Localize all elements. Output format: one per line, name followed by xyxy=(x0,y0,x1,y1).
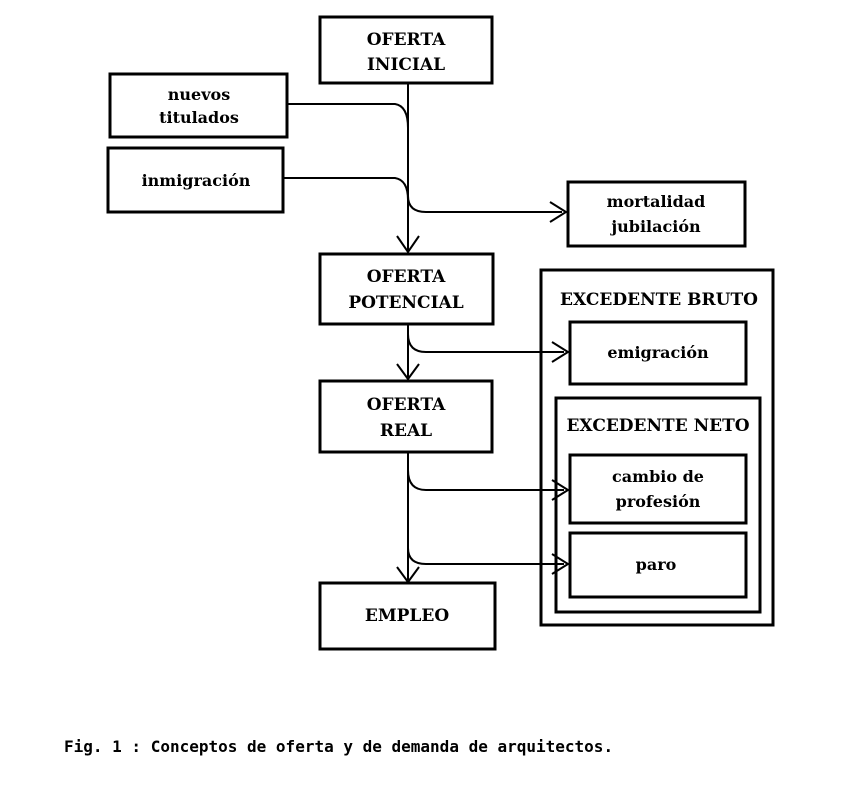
connector-inmigracion xyxy=(283,177,409,201)
arrowhead-to-emigracion xyxy=(551,341,570,363)
mortalidad-jubilacion-line-2: jubilación xyxy=(609,217,701,236)
box-emigracion: emigración xyxy=(568,320,748,386)
box-paro: paro xyxy=(568,531,748,599)
mortalidad-jubilacion-line-1: mortalidad xyxy=(607,192,706,211)
oferta-inicial-line-2: INICIAL xyxy=(367,55,445,75)
box-inmigracion: inmigración xyxy=(106,146,285,214)
empleo-label: EMPLEO xyxy=(365,606,449,626)
nuevos-titulados-line-2: titulados xyxy=(159,108,239,127)
excedente-bruto-label: EXCEDENTE BRUTO xyxy=(560,290,758,310)
arrowhead-to-mortalidad xyxy=(549,201,568,223)
emigracion-label: emigración xyxy=(607,343,709,362)
excedente-neto-frame xyxy=(554,396,762,614)
inmigracion-label: inmigración xyxy=(142,171,251,190)
box-nuevos-titulados: nuevos titulados xyxy=(108,72,289,139)
box-oferta-inicial: OFERTA INICIAL xyxy=(318,15,494,85)
connector-emigracion xyxy=(407,333,564,353)
excedente-neto-label: EXCEDENTE NETO xyxy=(566,416,749,436)
box-cambio-de-profesion: cambio de profesión xyxy=(568,453,748,525)
oferta-potencial-line-1: OFERTA xyxy=(367,267,446,287)
box-empleo: EMPLEO xyxy=(318,581,497,651)
figure-caption: Fig. 1 : Conceptos de oferta y de demand… xyxy=(64,737,614,756)
cambio-de-profesion-line-1: cambio de xyxy=(612,467,704,486)
box-mortalidad-jubilacion: mortalidad jubilación xyxy=(566,180,747,248)
connectors xyxy=(283,82,564,580)
oferta-potencial-line-2: POTENCIAL xyxy=(348,293,463,313)
connector-cambio-profesion xyxy=(407,469,564,491)
nuevos-titulados-line-1: nuevos xyxy=(168,85,230,104)
arrowhead-to-cambio-profesion xyxy=(551,479,570,501)
connector-paro xyxy=(407,547,564,565)
cambio-de-profesion-line-2: profesión xyxy=(616,492,701,511)
oferta-inicial-line-1: OFERTA xyxy=(367,30,446,50)
oferta-real-line-1: OFERTA xyxy=(367,395,446,415)
box-oferta-potencial: OFERTA POTENCIAL xyxy=(318,252,495,326)
connector-nuevos-titulados xyxy=(287,103,409,129)
excedente-bruto-frame xyxy=(539,268,775,627)
arrowhead-to-paro xyxy=(551,553,570,575)
connector-mortalidad xyxy=(407,195,562,213)
arrowhead-to-oferta-potencial xyxy=(396,235,420,254)
box-oferta-real: OFERTA REAL xyxy=(318,379,494,454)
paro-label: paro xyxy=(636,555,677,574)
arrowhead-to-oferta-real xyxy=(396,363,420,381)
oferta-real-line-2: REAL xyxy=(380,421,432,441)
